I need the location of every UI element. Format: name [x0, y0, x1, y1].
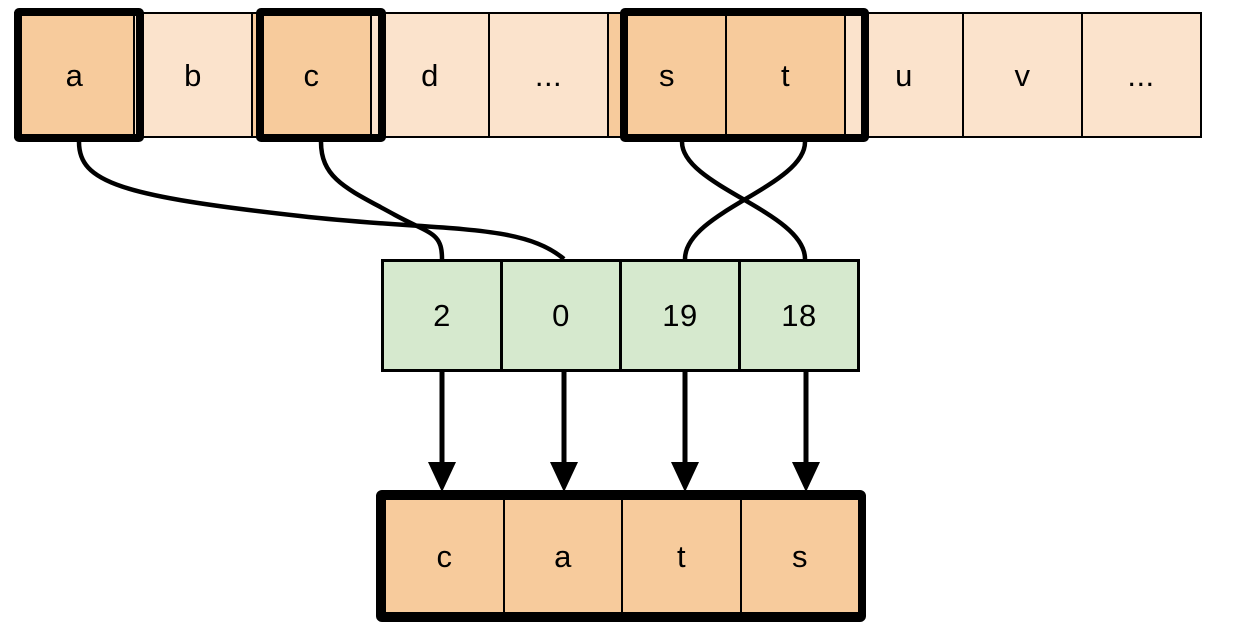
alphabet-cell-label: s: [659, 57, 675, 93]
index-cell-3[interactable]: 18: [738, 259, 860, 372]
alphabet-cell-u[interactable]: u: [843, 12, 965, 138]
result-cell-label: a: [554, 538, 572, 574]
alphabet-cell-label: b: [184, 57, 202, 93]
index-cell-0[interactable]: 2: [381, 259, 503, 372]
alphabet-cell-a[interactable]: a: [14, 12, 135, 138]
alphabet-cell-label: ...: [534, 57, 563, 93]
alphabet-cell-label: ...: [1127, 57, 1155, 93]
alphabet-cell-ellipsis-1[interactable]: ...: [488, 12, 609, 138]
alphabet-cell-label: u: [895, 57, 913, 93]
index-cell-label: 2: [433, 298, 451, 333]
alphabet-cell-s[interactable]: s: [606, 12, 728, 138]
index-cell-label: 18: [781, 298, 817, 333]
alphabet-cell-t[interactable]: t: [725, 12, 846, 138]
alphabet-cell-label: v: [1014, 57, 1031, 93]
alphabet-cell-label: d: [421, 57, 439, 93]
index-cell-label: 19: [662, 298, 698, 333]
result-cell-label: s: [792, 538, 808, 574]
link-s-to-18: [679, 141, 808, 260]
result-cell-1[interactable]: a: [502, 498, 624, 614]
index-cell-2[interactable]: 19: [619, 259, 741, 372]
link-t-to-19: [682, 141, 808, 260]
alphabet-cell-ellipsis-2[interactable]: ...: [1080, 12, 1202, 138]
alphabet-cell-b[interactable]: b: [132, 12, 254, 138]
result-cell-2[interactable]: t: [621, 498, 742, 614]
result-cell-3[interactable]: s: [739, 498, 861, 614]
result-cell-label: t: [676, 538, 687, 574]
result-cell-label: c: [436, 538, 453, 574]
link-c-to-2: [318, 141, 445, 260]
alphabet-cell-c[interactable]: c: [251, 12, 372, 138]
alphabet-cell-label: t: [780, 57, 791, 93]
result-cell-0[interactable]: c: [384, 498, 505, 614]
link-a-to-0: [76, 141, 566, 261]
result-word: c a t s: [384, 498, 861, 614]
arrow-head-1: [550, 462, 578, 492]
alphabet-cell-d[interactable]: d: [369, 12, 491, 138]
arrow-head-0: [428, 462, 456, 492]
alphabet-cell-v[interactable]: v: [962, 12, 1083, 138]
index-array: 2 0 19 18: [381, 259, 860, 372]
alphabet-cell-label: a: [65, 57, 84, 93]
arrow-head-2: [671, 462, 699, 492]
arrow-head-3: [792, 462, 820, 492]
index-cell-1[interactable]: 0: [500, 259, 622, 372]
alphabet-cell-label: c: [303, 57, 320, 93]
alphabet-strip: a b c d ... s t u v ...: [14, 12, 1202, 138]
index-cell-label: 0: [552, 298, 570, 333]
